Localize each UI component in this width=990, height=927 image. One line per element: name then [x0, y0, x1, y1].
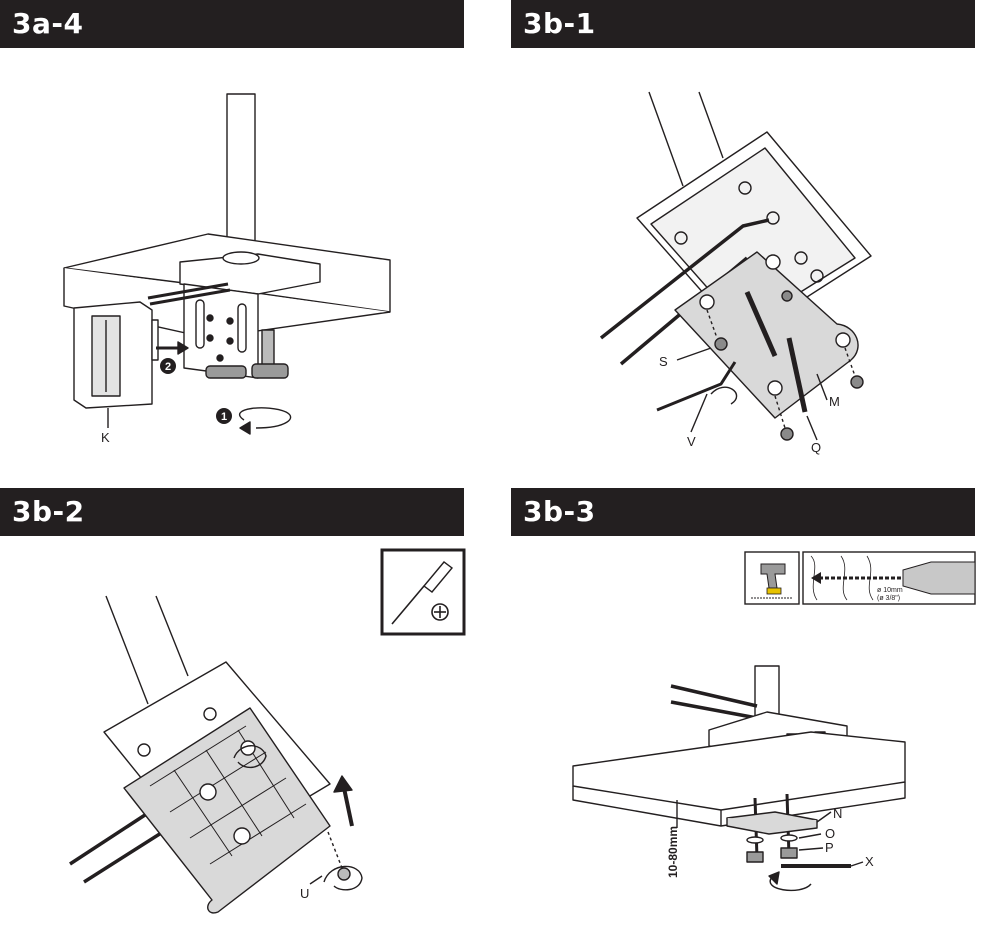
- power-drill-icon: [744, 551, 800, 605]
- step-title: 3a-4: [12, 7, 84, 40]
- step-title: 3b-3: [523, 495, 596, 528]
- drill-size-label: ø 10mm: [877, 587, 903, 594]
- illustration-3b-2: U: [69, 548, 466, 914]
- label-m: M: [829, 394, 840, 409]
- label-n: N: [833, 806, 842, 821]
- illustration-3b-1: S V M Q: [599, 91, 872, 455]
- step-header-3b-2: 3b-2: [0, 488, 464, 536]
- step-header-3b-3: 3b-3: [511, 488, 975, 536]
- step-header-3a-4: 3a-4: [0, 0, 464, 48]
- illustration-3b-3: ø 10mm (ø 3/8"): [572, 551, 976, 892]
- label-p: P: [825, 840, 834, 855]
- step-title: 3b-1: [523, 7, 596, 40]
- badge-2: 2: [165, 361, 171, 373]
- drill-bit-detail: ø 10mm (ø 3/8"): [802, 551, 976, 605]
- label-o: O: [825, 826, 835, 841]
- label-x: X: [865, 854, 874, 869]
- illustration-3a-4: 2 1 K: [63, 93, 391, 445]
- drill-size-inch-label: (ø 3/8"): [877, 595, 900, 602]
- label-thickness: 10-80mm: [666, 826, 680, 878]
- step-title: 3b-2: [12, 495, 85, 528]
- label-v: V: [687, 434, 696, 449]
- step-header-3b-1: 3b-1: [511, 0, 975, 48]
- badge-1: 1: [221, 411, 227, 423]
- label-q: Q: [811, 440, 821, 455]
- label-k: K: [101, 430, 110, 445]
- label-s: S: [659, 354, 668, 369]
- label-u: U: [300, 886, 309, 901]
- phillips-screwdriver-icon: [380, 548, 466, 636]
